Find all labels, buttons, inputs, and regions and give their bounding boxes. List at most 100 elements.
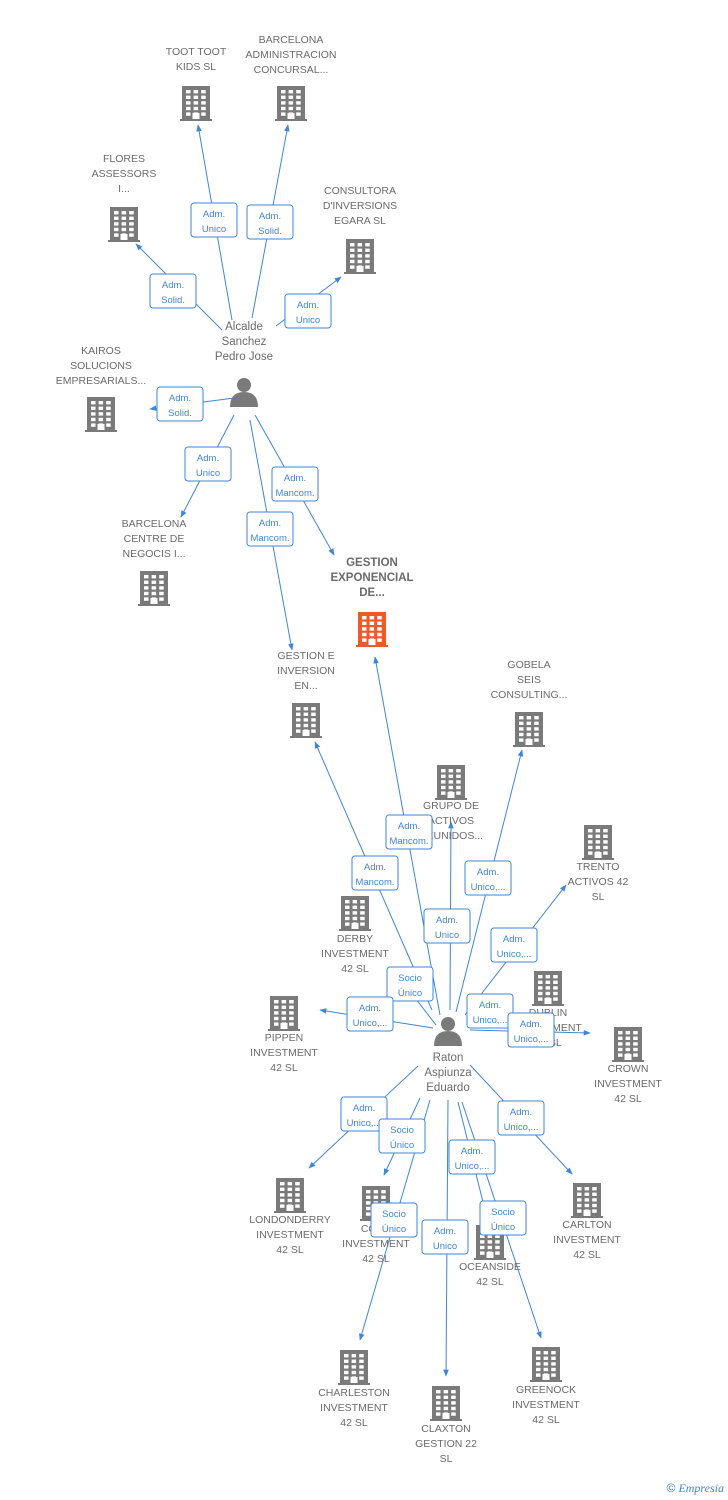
relation-text: Adm. [503, 934, 525, 945]
company-label: CENTRE DE [124, 533, 185, 545]
person-label: Alcalde [225, 321, 263, 333]
building-icon[interactable] [612, 1027, 644, 1062]
relation-label[interactable]: Adm.Solid. [246, 204, 294, 240]
building-icon[interactable] [85, 397, 117, 432]
relation-label[interactable]: Adm.Mancom. [351, 855, 399, 891]
company-node[interactable]: FLORESASSESSORSI... [92, 153, 157, 242]
relation-label[interactable]: Adm.Unico,... [448, 1139, 496, 1175]
building-icon[interactable] [356, 612, 388, 647]
relation-label[interactable]: Adm.Unico,... [346, 996, 394, 1032]
relation-text: Mancom. [275, 488, 314, 499]
person-label: Sanchez [222, 336, 267, 348]
footer-brand[interactable]: ©Empresia [667, 1481, 724, 1496]
company-label: GESTION 22 [415, 1438, 477, 1450]
building-icon[interactable] [344, 239, 376, 274]
person-label: Pedro Jose [215, 351, 273, 363]
relation-text: Adm. [353, 1103, 375, 1114]
building-icon[interactable] [180, 86, 212, 121]
company-label: KAIROS [81, 345, 121, 357]
building-icon[interactable] [274, 1178, 306, 1213]
building-icon[interactable] [435, 765, 467, 800]
person-icon[interactable] [230, 378, 258, 407]
building-icon[interactable] [108, 207, 140, 242]
building-icon[interactable] [571, 1183, 603, 1218]
company-node[interactable]: BARCELONAADMINISTRACIONCONCURSAL... [245, 34, 337, 121]
relation-text: Unico,... [514, 1034, 549, 1045]
relation-label[interactable]: Adm.Unico,... [507, 1012, 555, 1048]
building-icon[interactable] [530, 1347, 562, 1382]
company-label: GESTION [346, 557, 398, 569]
relation-label[interactable]: Adm.Solid. [156, 386, 204, 422]
company-label: ADMINISTRACION [245, 49, 336, 61]
company-label: CHARLESTON [318, 1387, 390, 1399]
relation-text: Unico [196, 468, 220, 479]
relation-text: Adm. [479, 1000, 501, 1011]
company-label: CONSULTORA [324, 185, 396, 197]
company-label: TRENTO [577, 861, 620, 873]
relation-label[interactable]: Adm.Mancom. [246, 511, 294, 547]
relation-label[interactable]: Adm.Unico [421, 1219, 469, 1255]
building-icon[interactable] [532, 971, 564, 1006]
relation-text: Unico,... [455, 1161, 490, 1172]
building-icon[interactable] [138, 571, 170, 606]
relation-label[interactable]: Adm.Unico [190, 202, 238, 238]
relation-label[interactable]: Adm.Unico [423, 908, 471, 944]
building-icon[interactable] [275, 86, 307, 121]
relation-label[interactable]: Adm.Solid. [149, 273, 197, 309]
building-icon[interactable] [290, 703, 322, 738]
relation-label[interactable]: Adm.Mancom. [271, 466, 319, 502]
company-node[interactable]: GRUPO DEACTIVOSREUNIDOS... [419, 765, 483, 842]
person-icon[interactable] [434, 1017, 462, 1046]
relation-text: Adm. [477, 867, 499, 878]
company-node[interactable]: KAIROSSOLUCIONSEMPRESARIALS... [56, 345, 146, 432]
company-node[interactable]: CORKINVESTMENT42 SL [342, 1186, 410, 1265]
relation-text: Solid. [258, 226, 282, 237]
relation-label[interactable]: Adm.Unico [284, 293, 332, 329]
relation-text: Unico,... [497, 949, 532, 960]
company-node[interactable]: GOBELASEISCONSULTING... [491, 659, 568, 747]
building-icon[interactable] [430, 1386, 462, 1421]
relation-label[interactable]: Adm.Unico,... [464, 860, 512, 896]
relation-label[interactable]: Adm.Unico [184, 446, 232, 482]
company-node[interactable]: GESTIONEXPONENCIALDE... [330, 557, 414, 647]
company-label: BARCELONA [122, 518, 187, 530]
relation-label[interactable]: Adm.Unico,... [340, 1096, 388, 1132]
company-label: 42 SL [476, 1276, 504, 1288]
relation-text: Adm. [436, 915, 458, 926]
building-icon[interactable] [582, 825, 614, 860]
relation-text: Mancom. [250, 533, 289, 544]
company-label: INVESTMENT [256, 1229, 324, 1241]
relation-label[interactable]: Adm.Unico,... [497, 1100, 545, 1136]
company-label: INVESTMENT [512, 1399, 580, 1411]
company-label: CLAXTON [421, 1423, 470, 1435]
person-label: Eduardo [426, 1082, 469, 1094]
relation-label[interactable]: Adm. Unico,... [490, 927, 538, 963]
company-label: REUNIDOS... [419, 830, 483, 842]
relation-label[interactable]: Adm.Unico,... [466, 993, 514, 1029]
building-icon[interactable] [338, 1350, 370, 1385]
building-icon[interactable] [513, 712, 545, 747]
building-icon[interactable] [268, 996, 300, 1031]
company-node[interactable]: GESTION EINVERSIONEN... [277, 650, 335, 738]
relation-label[interactable]: Adm.Mancom. [385, 814, 433, 850]
building-icon[interactable] [339, 896, 371, 931]
relation-text: Socio [382, 1209, 406, 1220]
